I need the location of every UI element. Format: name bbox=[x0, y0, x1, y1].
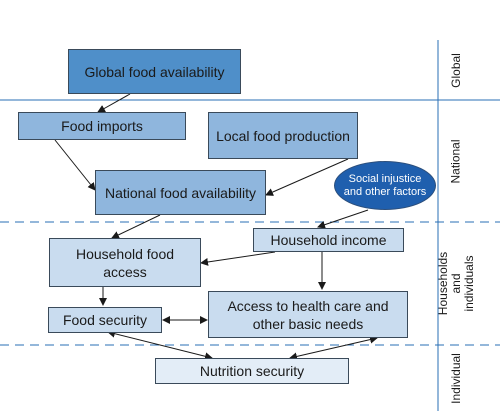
level-label-individual: Individual bbox=[448, 345, 464, 411]
arrow-income-to-access bbox=[200, 251, 276, 266]
arrow-social-to-income bbox=[317, 209, 369, 229]
global-food-availability-box: Global food availability bbox=[68, 49, 241, 94]
level-global-text: Global bbox=[448, 52, 463, 88]
food-security-box: Food security bbox=[48, 307, 162, 333]
local-food-production-box: Local food production bbox=[208, 112, 358, 159]
social-injustice-oval: Social injustice and other factors bbox=[334, 161, 436, 210]
household-food-access-box: Household food access bbox=[49, 238, 201, 287]
arrow-health-nutrition bbox=[289, 335, 378, 361]
level-individual-text: Individual bbox=[448, 352, 463, 404]
arrow-global-to-imports bbox=[97, 93, 131, 113]
food-imports-box: Food imports bbox=[18, 112, 186, 140]
arrow-national-to-access bbox=[111, 214, 161, 239]
national-food-availability-box: National food availability bbox=[95, 170, 266, 215]
level-label-global: Global bbox=[448, 40, 464, 100]
arrow-imports-to-national bbox=[54, 139, 96, 191]
access-health-care-box: Access to health care and other basic ne… bbox=[208, 291, 408, 338]
nutrition-security-box: Nutrition security bbox=[155, 358, 349, 384]
level-label-national: National bbox=[448, 100, 464, 222]
household-income-box: Household income bbox=[253, 228, 404, 252]
arrow-local-to-national bbox=[265, 158, 349, 196]
level-national-text: National bbox=[448, 138, 463, 184]
level-label-households: Households and individuals bbox=[437, 222, 477, 345]
level-households-text: Households and individuals bbox=[436, 251, 477, 316]
arrow-food-security-nutrition bbox=[107, 329, 213, 361]
